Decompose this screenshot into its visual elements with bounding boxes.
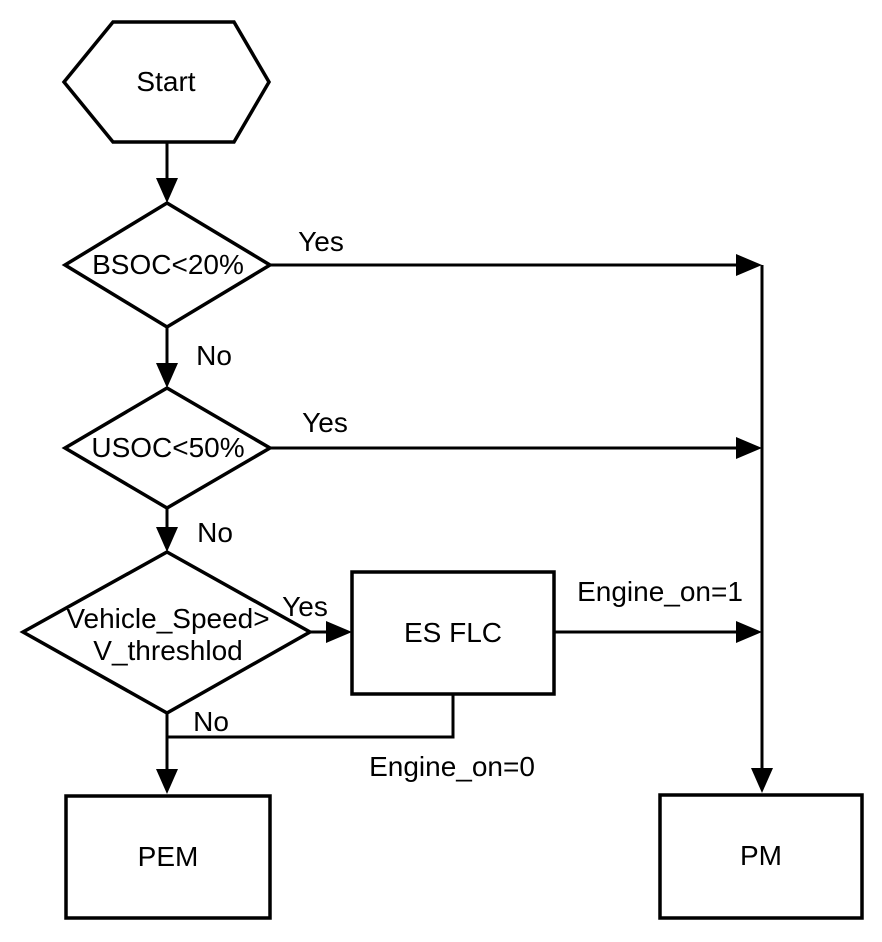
usoc-decision-label: USOC<50%	[91, 432, 245, 463]
connector-engine-off	[167, 694, 455, 739]
arrowhead-engine-on	[736, 621, 762, 643]
esflc-node-label: ES FLC	[403, 617, 503, 648]
bsoc-yes-label: Yes	[298, 226, 344, 257]
pm-process-box	[658, 793, 864, 920]
vspeed-decision-diamond	[19, 549, 314, 716]
arrowhead-bus-to-pm	[751, 768, 773, 793]
vspeed-no-label: No	[193, 706, 229, 737]
vspeed-yes-label: Yes	[282, 591, 328, 622]
arrowhead-usoc-yes	[736, 437, 762, 459]
arrowhead-bsoc-no	[156, 363, 178, 388]
arrowhead-bsoc-yes	[736, 254, 762, 276]
usoc-decision-diamond	[61, 385, 274, 511]
usoc-yes-label: Yes	[302, 407, 348, 438]
arrowhead-vspeed-no	[156, 769, 178, 794]
bsoc-decision-label: BSOC<20%	[92, 249, 244, 280]
bsoc-no-label: No	[196, 340, 232, 371]
engine-on-1-label: Engine_on=1	[577, 576, 743, 607]
bsoc-decision-diamond	[61, 200, 274, 330]
engine-on-0-label: Engine_on=0	[369, 751, 535, 782]
arrowhead-usoc-no	[156, 527, 178, 552]
vspeed-decision-label-line2: V_threshlod	[93, 635, 243, 666]
pem-process-box	[64, 794, 272, 920]
vspeed-decision-label-line1: Vehicle_Speed>	[66, 603, 270, 634]
esflc-process-box	[350, 570, 556, 696]
arrowhead-start-to-bsoc	[156, 178, 178, 203]
arrowhead-vspeed-yes	[326, 621, 352, 643]
start-node-label: Start	[136, 66, 196, 97]
usoc-no-label: No	[197, 517, 233, 548]
pem-node-label: PEM	[137, 841, 199, 872]
start-hexagon	[61, 20, 272, 144]
pm-node-label: PM	[740, 840, 782, 871]
